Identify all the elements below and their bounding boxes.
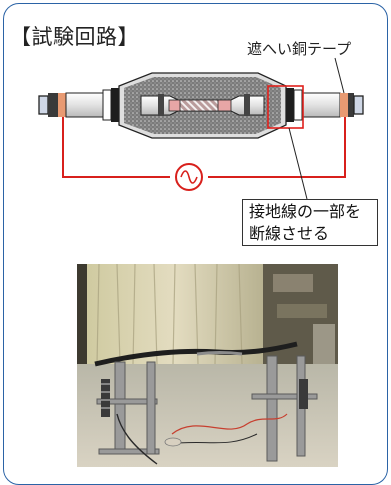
right-cable-end xyxy=(286,88,364,122)
callout-line-1: 接地線の一部を xyxy=(249,202,362,221)
left-wire xyxy=(62,112,170,178)
callout-line-2: 断線させる xyxy=(249,224,330,243)
test-setup-photo xyxy=(77,264,338,467)
cable-joint-body xyxy=(118,72,287,139)
left-cable-end xyxy=(38,88,119,122)
cut-ground-wire-callout: 接地線の一部を 断線させる xyxy=(242,199,378,246)
shield-tape-label: 遮へい銅テープ xyxy=(247,40,352,58)
callout-leader-line xyxy=(288,127,308,200)
ac-source-icon xyxy=(175,163,203,191)
figure-title: 【試験回路】 xyxy=(10,25,139,49)
grounding-highlight-box xyxy=(267,85,304,129)
right-wire xyxy=(208,112,346,178)
circuit-wires xyxy=(62,112,346,178)
test-circuit-diagram xyxy=(38,57,364,200)
shield-leader-line xyxy=(334,57,345,94)
